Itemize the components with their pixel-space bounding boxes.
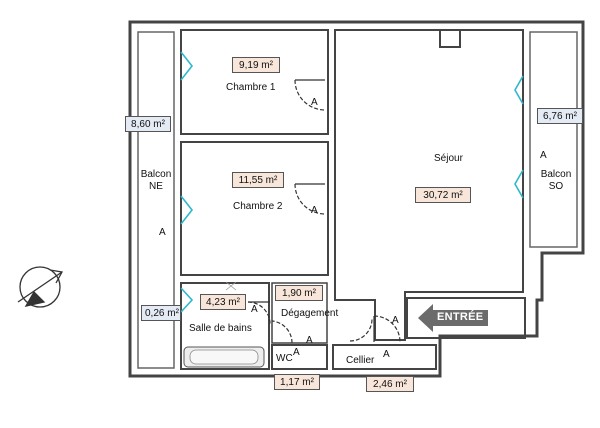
wc-name: WC <box>276 353 293 364</box>
door-marker: A <box>383 349 390 360</box>
balcon-so-name-1: Balcon <box>540 169 572 180</box>
chambre-2-name: Chambre 2 <box>233 201 283 212</box>
chambre-1-area: 9,19 m² <box>232 57 280 73</box>
chambre-1-name: Chambre 1 <box>226 82 276 93</box>
door-marker: A <box>159 227 166 238</box>
door-marker: A <box>311 97 318 108</box>
wc-walls <box>271 344 328 370</box>
chambre-2-area: 11,55 m² <box>232 172 284 188</box>
balcon-so-name-2: SO <box>548 181 564 192</box>
balcon-ne-outline <box>137 31 175 369</box>
balcon-ne-name-1: Balcon <box>140 169 172 180</box>
cellier-name: Cellier <box>346 355 375 366</box>
small-balcony-area: 0,26 m² <box>141 305 181 321</box>
degagement-name: Dégagement <box>281 308 339 319</box>
balcon-so-outline <box>529 31 578 248</box>
chimney <box>439 29 461 48</box>
light-fixture-icon <box>225 281 237 291</box>
door-marker: A <box>293 347 300 358</box>
entrance-corridor <box>406 297 526 339</box>
compass-icon <box>17 266 64 308</box>
entrance-arrow <box>418 304 488 332</box>
bathtub-inner <box>189 349 259 365</box>
cellier-area: 2,46 m² <box>366 376 414 392</box>
chambre-1-walls <box>180 29 329 135</box>
sejour-area: 30,72 m² <box>415 187 471 203</box>
outer-wall <box>128 20 585 378</box>
degagement-area: 1,90 m² <box>275 285 323 301</box>
sdb-walls <box>180 282 270 370</box>
entrance-label: ENTRÉE <box>437 311 484 323</box>
door-marker: A <box>251 304 258 315</box>
cellier-walls <box>332 344 437 370</box>
degagement-walls <box>271 282 328 344</box>
sdb-area: 4,23 m² <box>200 294 246 310</box>
balcon-so-area: 6,76 m² <box>537 108 583 124</box>
chambre-2-walls <box>180 141 329 276</box>
sejour-walls <box>334 29 524 341</box>
sejour-name: Séjour <box>434 153 463 164</box>
door-marker: A <box>311 205 318 216</box>
balcon-ne-area: 8,60 m² <box>125 116 171 132</box>
door-marker: A <box>392 315 399 326</box>
door-marker: A <box>540 150 547 161</box>
door-marker: A <box>306 335 313 346</box>
wc-area: 1,17 m² <box>274 374 320 390</box>
balcon-ne-name-2: NE <box>149 181 163 192</box>
sdb-name: Salle de bains <box>189 323 252 334</box>
